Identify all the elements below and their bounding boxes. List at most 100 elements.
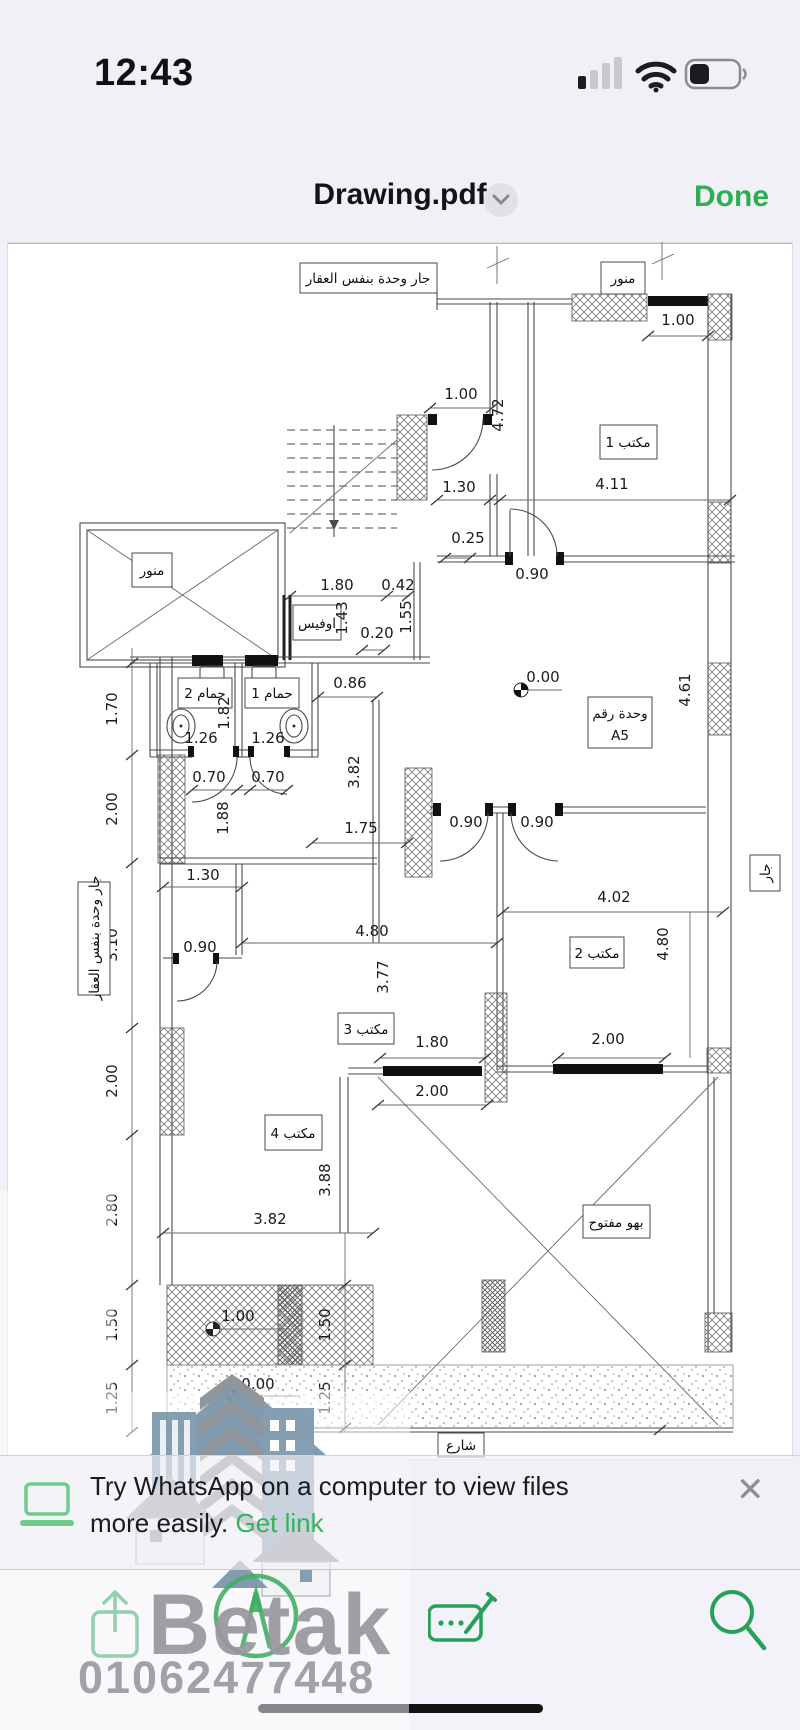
office4-label: مكتب 4	[271, 1126, 316, 1142]
office1-label: مكتب 1	[606, 435, 651, 451]
dim-bath-070b: 0.70	[251, 768, 284, 786]
door-threshold	[245, 655, 278, 666]
document-title: Drawing.pdf	[313, 178, 487, 211]
street-label: شارع	[446, 1438, 476, 1454]
door-arc	[431, 418, 484, 471]
dim-win-top: 1.00	[661, 311, 694, 329]
label-box-bath1	[244, 677, 300, 709]
unit-title-label: وحدة رقم	[592, 706, 647, 722]
done-button[interactable]: Done	[694, 180, 769, 213]
door-arc	[249, 756, 288, 795]
terrace-hatch	[166, 1284, 374, 1366]
unit-number-label: A5	[611, 728, 629, 744]
watermark-backdrop	[0, 1190, 114, 1392]
window-strip	[383, 1066, 482, 1076]
terrace-hatch-dense	[277, 1284, 303, 1366]
watermark-brand: Betak	[148, 1577, 393, 1673]
dim-right-461: 4.61	[676, 673, 694, 706]
label-box-boundary-top	[299, 262, 438, 294]
label-box-office3	[337, 1012, 395, 1045]
dim-left-200a: 2.00	[103, 792, 121, 825]
dim-hall-086: 0.86	[333, 674, 366, 692]
lightwell-label: منور	[139, 563, 165, 579]
dim-o3-200: 2.00	[415, 1082, 448, 1100]
watermark-phone: 01062477448	[78, 1652, 376, 1703]
open-hall-label: بهو مفتوح	[588, 1215, 643, 1231]
battery-icon	[684, 58, 747, 90]
markup-icon[interactable]	[428, 1590, 498, 1650]
bath1-label: حمام 1	[251, 686, 293, 702]
banner-text: Try WhatsApp on a computer to view files…	[90, 1468, 670, 1542]
dim-off-143: 1.43	[333, 601, 351, 634]
wall-hatch	[704, 1312, 733, 1353]
get-link-button[interactable]: Get link	[235, 1508, 324, 1538]
dim-o2-200: 2.00	[591, 1030, 624, 1048]
whatsapp-banner	[0, 1455, 800, 1570]
boundary-top-label: جار وحدة بنفس العقار	[305, 271, 431, 287]
office2-label: مكتب 2	[575, 946, 620, 962]
level-hall-value: 0.00	[526, 668, 559, 686]
banner-close-button[interactable]: ✕	[736, 1471, 765, 1509]
compass-a-icon	[213, 1573, 299, 1659]
label-box-office2	[569, 936, 625, 969]
label-box-office1	[599, 424, 658, 460]
dim-hall-188: 1.88	[214, 801, 232, 834]
signal-icon	[578, 57, 622, 89]
office-room-label: اوفيس	[298, 616, 336, 632]
dim-hall-090: 0.90	[183, 938, 216, 956]
chevron-down-icon	[492, 194, 510, 206]
dim-off-025: 0.25	[451, 529, 484, 547]
level-marker-terrace: 1.00	[205, 1307, 290, 1337]
window-strip	[648, 296, 708, 306]
dim-o3-480: 4.80	[355, 922, 388, 940]
status-icons	[578, 57, 747, 93]
light-well: منور	[79, 522, 286, 668]
dim-o3-180: 1.80	[415, 1033, 448, 1051]
boundary-left-label: جار وحدة بنفس العقار	[87, 876, 103, 1002]
dim-off-155: 1.55	[397, 600, 415, 633]
wall-hatch	[571, 293, 648, 322]
status-time: 12:43	[94, 52, 194, 94]
laptop-icon	[20, 1482, 74, 1526]
label-box-office4	[264, 1114, 323, 1151]
label-box-bath2	[177, 677, 233, 709]
wall-hatch	[396, 414, 428, 501]
dim-door-top: 1.00	[444, 385, 477, 403]
dim-d090a: 0.90	[449, 813, 482, 831]
office3-label: مكتب 3	[344, 1022, 389, 1038]
dim-left-150: 1.50	[103, 1308, 121, 1341]
title-menu-button[interactable]	[484, 183, 518, 217]
dim-off-042: 0.42	[381, 576, 414, 594]
wall-hatch	[707, 662, 732, 736]
bath2-label: حمام 2	[184, 686, 226, 702]
dim-o2-480: 4.80	[654, 927, 672, 960]
banner-line1: Try WhatsApp on a computer to view files	[90, 1471, 569, 1501]
label-box-boundary-left	[77, 881, 111, 996]
break-marks	[486, 242, 675, 284]
door-arc	[439, 812, 489, 862]
home-indicator[interactable]	[258, 1704, 543, 1713]
level-marker-hall: 0.00	[513, 668, 562, 698]
wall-hatch	[159, 1027, 185, 1136]
bathrooms	[149, 663, 319, 803]
dim-o1-door: 0.90	[515, 565, 548, 583]
dim-o4-382: 3.82	[253, 1210, 286, 1228]
lightwell-top-label: منور	[610, 271, 636, 287]
dim-left-170: 1.70	[103, 692, 121, 725]
dim-o4-388: 3.88	[316, 1163, 334, 1196]
dim-mid-150: 1.50	[316, 1308, 334, 1341]
dim-bath-126b: 1.26	[251, 729, 284, 747]
dim-bath-070a: 0.70	[192, 768, 225, 786]
search-icon[interactable]	[706, 1586, 768, 1656]
dim-hall-382: 3.82	[345, 755, 363, 788]
wifi-icon	[635, 61, 677, 93]
wall-hatch	[157, 754, 186, 864]
dim-o1-height: 4.72	[489, 398, 507, 431]
label-box-office-room	[292, 604, 342, 641]
neighbor-right-label: جار	[758, 864, 774, 884]
label-box-unit	[587, 696, 653, 749]
wall-hatch	[707, 501, 732, 564]
door-arc	[191, 756, 238, 803]
dim-o2-402: 4.02	[597, 888, 630, 906]
label-box-lightwell-top	[600, 261, 646, 295]
